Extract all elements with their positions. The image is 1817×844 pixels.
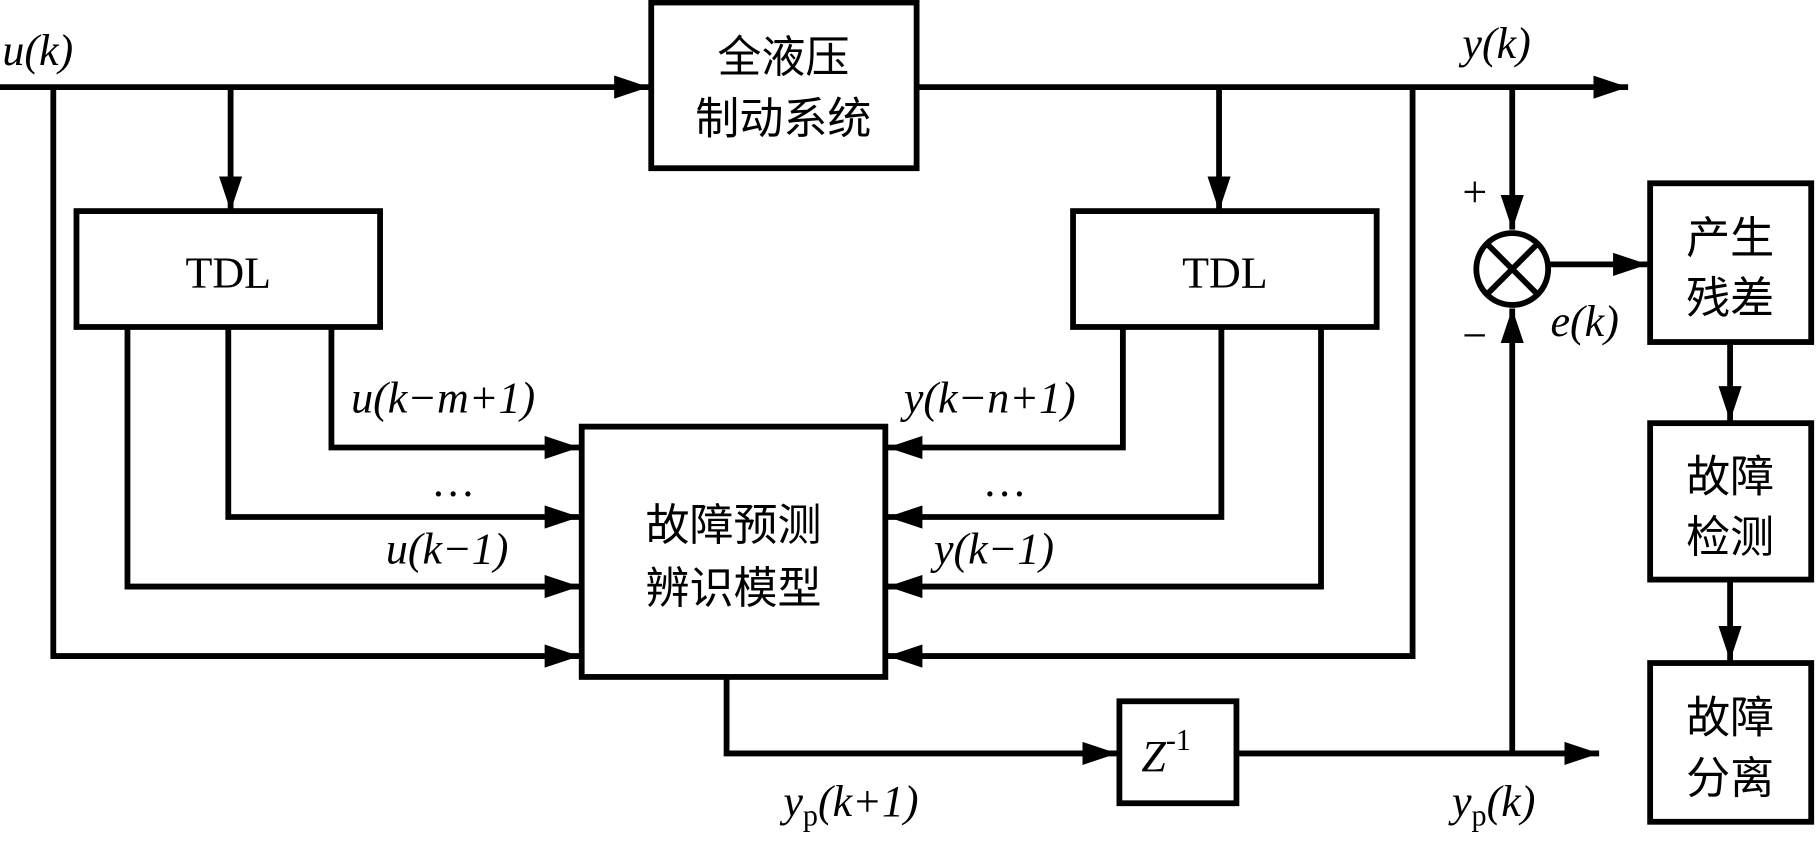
yp-next-label: yp(k+1) bbox=[779, 777, 918, 832]
error-label: e(k) bbox=[1550, 297, 1618, 346]
tdl-left-block bbox=[73, 208, 383, 330]
isolate-label-2: 分离 bbox=[1686, 753, 1774, 804]
u-km1-line bbox=[328, 326, 580, 460]
y-dots-line bbox=[887, 326, 1225, 529]
residual-block bbox=[1647, 180, 1815, 345]
u-k1-line bbox=[124, 326, 580, 599]
y-k1-line bbox=[887, 326, 1324, 599]
u-dots-label: … bbox=[431, 457, 475, 506]
residual-label-2: 残差 bbox=[1686, 273, 1774, 324]
output-signal-label: y(k) bbox=[1458, 19, 1530, 68]
plant-label-1: 全液压 bbox=[717, 32, 849, 83]
output-direct-to-model bbox=[887, 87, 1416, 668]
model-label-2: 辨识模型 bbox=[645, 563, 821, 614]
u-dots-line bbox=[225, 326, 580, 529]
delay-label: Z-1 bbox=[1141, 723, 1191, 781]
detect-label-2: 检测 bbox=[1686, 512, 1774, 563]
model-output-line bbox=[723, 676, 1118, 766]
model-label-1: 故障预测 bbox=[645, 500, 821, 551]
tdl-right-block bbox=[1070, 208, 1380, 330]
tdl-left-label: TDL bbox=[186, 249, 272, 298]
y-kn1-line bbox=[887, 326, 1126, 460]
input-direct-to-model bbox=[50, 87, 580, 668]
sum-junction bbox=[1473, 230, 1552, 308]
u-km1-label: u(k−m+1) bbox=[351, 374, 535, 423]
plant-block bbox=[648, 0, 920, 172]
plus-sign: + bbox=[1462, 167, 1487, 216]
detect-block bbox=[1647, 420, 1815, 583]
minus-sign: − bbox=[1462, 311, 1487, 360]
y-kn1-label: y(k−n+1) bbox=[900, 374, 1076, 423]
detect-label-1: 故障 bbox=[1686, 452, 1774, 503]
plant-label-2: 制动系统 bbox=[695, 93, 871, 144]
isolate-label-1: 故障 bbox=[1686, 693, 1774, 744]
residual-label-1: 产生 bbox=[1686, 213, 1774, 264]
tdl-right-label: TDL bbox=[1182, 249, 1268, 298]
model-block bbox=[578, 423, 889, 680]
isolate-block bbox=[1647, 660, 1815, 825]
input-signal-label: u(k) bbox=[2, 26, 73, 75]
u-k1-label: u(k−1) bbox=[386, 524, 509, 573]
y-dots-label: … bbox=[983, 457, 1027, 506]
y-k1-label: y(k−1) bbox=[930, 524, 1054, 573]
yp-label: yp(k) bbox=[1448, 777, 1535, 832]
delay-block bbox=[1116, 698, 1240, 807]
